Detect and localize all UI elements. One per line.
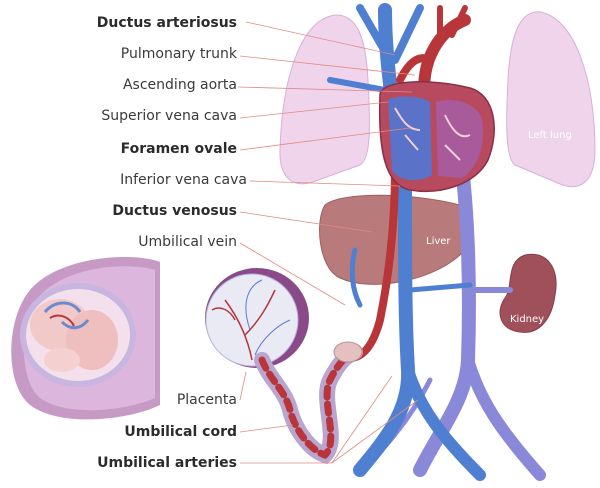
liver-label: Liver bbox=[426, 236, 451, 247]
label-superior-vena-cava: Superior vena cava bbox=[101, 108, 237, 124]
label-umbilical-cord: Umbilical cord bbox=[124, 424, 237, 440]
heart bbox=[378, 81, 495, 192]
label-placenta: Placenta bbox=[177, 392, 237, 408]
venous-vessels bbox=[327, 3, 486, 481]
fetus-in-uterus-illustration bbox=[11, 257, 160, 420]
leader-lines bbox=[237, 21, 419, 464]
label-ductus-arteriosus: Ductus arteriosus bbox=[97, 15, 237, 31]
left-lung-label: Left lung bbox=[528, 130, 572, 141]
label-foramen-ovale: Foramen ovale bbox=[121, 141, 237, 157]
umbilical-cord bbox=[254, 341, 363, 465]
kidney-label: Kidney bbox=[510, 314, 544, 325]
left-lung bbox=[506, 11, 596, 188]
label-inferior-vena-cava: Inferior vena cava bbox=[120, 172, 247, 188]
label-umbilical-arteries: Umbilical arteries bbox=[97, 455, 237, 471]
label-pulmonary-trunk: Pulmonary trunk bbox=[121, 46, 238, 62]
label-ductus-venosus: Ductus venosus bbox=[112, 203, 237, 219]
placenta bbox=[205, 268, 309, 368]
label-ascending-aorta: Ascending aorta bbox=[123, 77, 237, 93]
label-umbilical-vein: Umbilical vein bbox=[138, 234, 237, 250]
callout-labels: Ductus arteriosus Pulmonary trunk Ascend… bbox=[97, 15, 247, 471]
right-lung bbox=[279, 14, 371, 185]
